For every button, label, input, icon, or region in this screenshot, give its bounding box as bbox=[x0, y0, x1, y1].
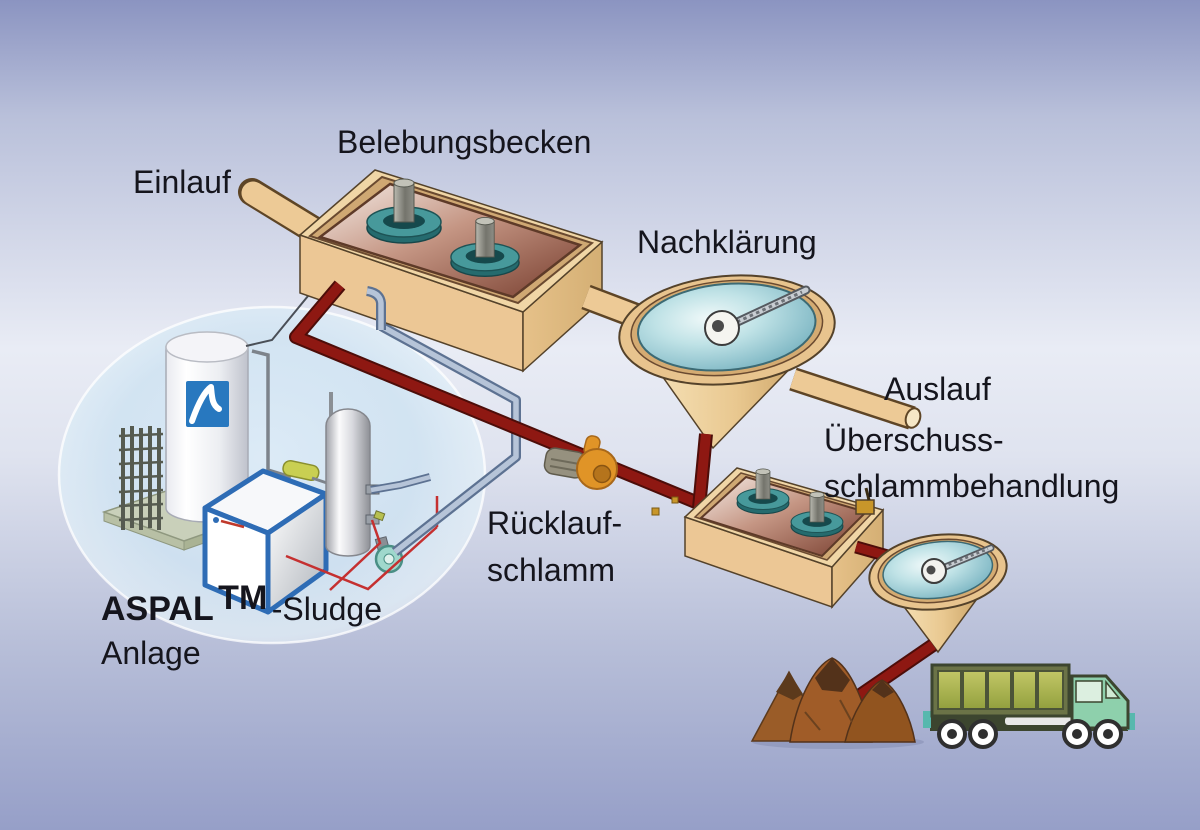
label-einlauf: Einlauf bbox=[133, 164, 231, 200]
truck-wheels bbox=[937, 719, 1123, 749]
label-auslauf: Auslauf bbox=[884, 371, 991, 407]
pipe-fittings bbox=[651, 496, 679, 516]
label-ruecklauf-line1: Rücklauf- bbox=[487, 505, 622, 541]
return-sludge-pump bbox=[543, 435, 618, 490]
sludge-piles bbox=[750, 657, 924, 749]
basin-inlet-box bbox=[855, 487, 875, 515]
outlet-pipe-auslauf bbox=[789, 367, 922, 430]
aspal-sludge-unit bbox=[101, 229, 439, 615]
label-belebungsbecken: Belebungsbecken bbox=[337, 124, 591, 160]
control-cabinet bbox=[202, 459, 349, 615]
aeration-basin bbox=[298, 169, 604, 373]
cabinet-valve bbox=[282, 459, 320, 482]
label-ueberschuss-line2: schlammbehandlung bbox=[824, 468, 1119, 504]
label-aspal-sludge: ASPAL TM -Sludge bbox=[101, 579, 382, 628]
oxygen-pipe-hook bbox=[366, 286, 386, 330]
label-ueberschuss-line1: Überschuss- bbox=[824, 422, 1004, 458]
scraper-arm bbox=[704, 285, 811, 346]
return-sludge-pipe bbox=[289, 280, 701, 510]
thickener-scraper-arm bbox=[921, 544, 995, 584]
label-ruecklauf-line2: schlamm bbox=[487, 552, 615, 588]
vaporizer-lattice bbox=[118, 426, 164, 530]
label-nachklaerung: Nachklärung bbox=[637, 224, 817, 260]
tank-to-cabinet-pipe bbox=[251, 349, 292, 479]
excess-sludge-basin bbox=[683, 467, 885, 609]
truck-bumper-rear bbox=[923, 711, 931, 728]
secondary-clarifier bbox=[618, 274, 922, 450]
clarifier-underflow-pipe bbox=[692, 433, 713, 509]
label-anlage: Anlage bbox=[101, 635, 201, 671]
labels: Einlauf Belebungsbecken Nachklärung Ausl… bbox=[101, 124, 1119, 671]
air-liquide-logo bbox=[186, 381, 229, 427]
truck-container bbox=[930, 663, 1071, 718]
truck bbox=[923, 663, 1135, 749]
cabinet-logo bbox=[213, 517, 245, 529]
truck-cab bbox=[1070, 674, 1130, 730]
sludge-thickener bbox=[868, 533, 1008, 654]
truck-bumper-front bbox=[1127, 713, 1135, 730]
gas-cylinder bbox=[325, 392, 386, 557]
oxygen-tank bbox=[165, 331, 249, 523]
